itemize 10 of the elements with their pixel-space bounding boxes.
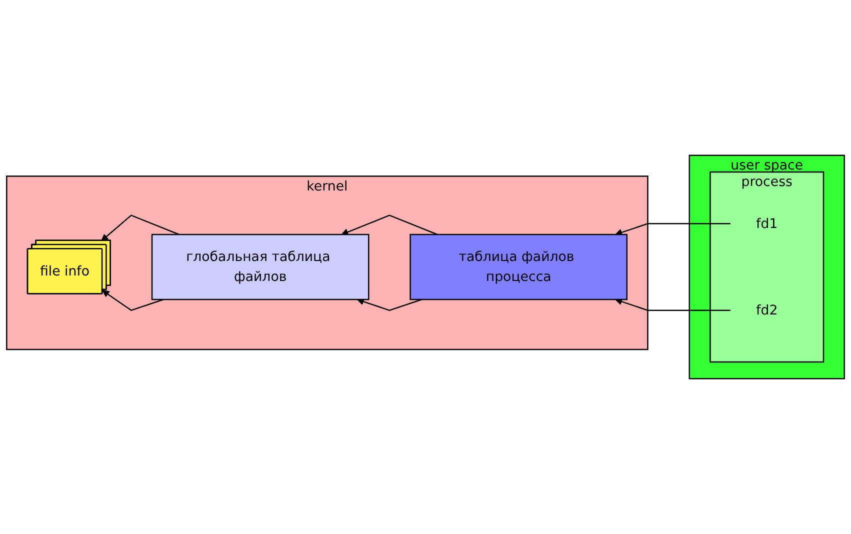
arrow [341,214,438,236]
arrow [615,223,732,236]
arrow [102,290,164,312]
arrow [615,298,732,311]
node-box: таблица файлов процесса [410,234,628,300]
node-box: глобальная таблица файлов [151,234,370,300]
arrow [356,298,422,311]
arrow [101,214,180,242]
node-text: fd1 [756,215,778,232]
node-text: fd2 [756,302,778,318]
